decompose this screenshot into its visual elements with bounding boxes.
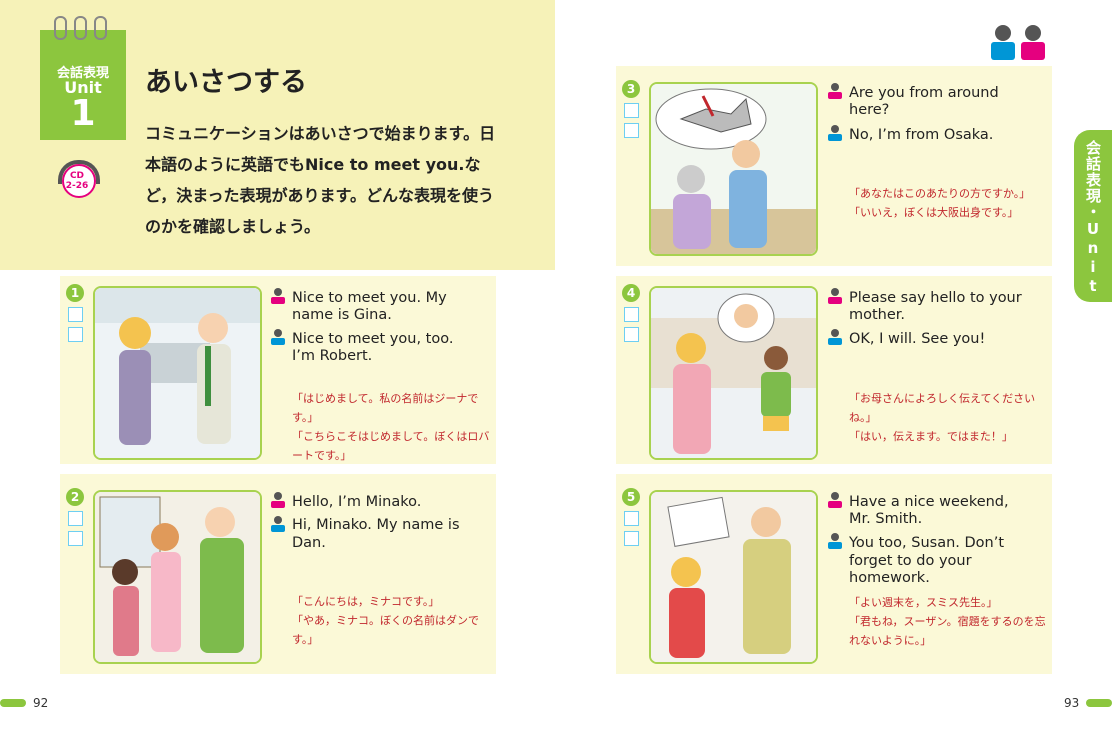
section-tab-label: 会話表現・Unit 1 (1046, 140, 1102, 296)
line-b-2: forget to do your (849, 553, 972, 569)
line-a-2: here? (849, 102, 890, 118)
translation-line: ね。」 (849, 411, 877, 424)
page-number-right: 93 (1064, 696, 1080, 710)
unit-badge: 会話表現 Unit 1 (40, 16, 126, 140)
line-a-2: name is Gina. (292, 307, 392, 323)
translation-line: す。」 (292, 633, 319, 646)
speaker-a-icon (828, 83, 842, 99)
illustration-park-bench (649, 82, 818, 256)
translation-line: す。」 (292, 411, 319, 424)
checkbox[interactable] (624, 103, 639, 118)
page-number-left: 92 (33, 696, 49, 710)
checkbox[interactable] (624, 531, 639, 546)
line-a-1: Have a nice weekend, (849, 494, 1009, 510)
unit-label: Unit (64, 78, 102, 97)
dialogue-number: 4 (622, 284, 640, 302)
checkbox[interactable] (68, 327, 83, 342)
checkbox[interactable] (68, 531, 83, 546)
checkbox[interactable] (624, 307, 639, 322)
school-scene-image (651, 492, 816, 662)
line-a-2: mother. (849, 307, 906, 323)
office-scene-image (95, 288, 260, 458)
translation-line: 「よい週末を，スミス先生。」 (849, 596, 998, 609)
page-bar-left (0, 699, 26, 707)
line-b-1: Nice to meet you, too. (292, 331, 454, 347)
line-a-1: Please say hello to your (849, 290, 1022, 306)
translation-line: れないように。」 (849, 634, 932, 647)
speaker-b-icon (828, 125, 842, 141)
speaker-a-icon (828, 288, 842, 304)
translation-line: 「こんにちは，ミナコです。」 (292, 595, 440, 608)
line-a-2: Mr. Smith. (849, 511, 923, 527)
unit-category: 会話表現 (56, 66, 109, 81)
dialogue-number: 1 (66, 284, 84, 302)
line-b-1: You too, Susan. Don’t (849, 535, 1005, 551)
translation-line: ートです。」 (292, 449, 352, 462)
binder-ring-icon (94, 16, 107, 40)
line-b-2: I’m Robert. (292, 348, 373, 364)
unit-number: 1 (70, 93, 96, 134)
translation-line: 「はじめまして。私の名前はジーナで (292, 392, 479, 405)
translation-line: 「君もね，スーザン。宿題をするのを忘 (849, 615, 1046, 628)
translation-line: 「はい，伝えます。ではまた！」 (849, 430, 1013, 443)
checkbox[interactable] (624, 327, 639, 342)
page-title: あいさつする (145, 67, 307, 98)
dialogue-number: 2 (66, 488, 84, 506)
checkbox[interactable] (624, 123, 639, 138)
dialogue-number: 5 (622, 488, 640, 506)
park-scene-image (651, 84, 816, 254)
translation-line: 「いいえ，ぼくは大阪出身です。」 (849, 206, 1019, 219)
speaker-a-icon (271, 492, 285, 508)
cd-headphones-icon: CD 2-26 (58, 160, 100, 200)
illustration-street-farewell (649, 286, 818, 460)
line-a-1: Are you from around (849, 85, 999, 101)
cd-label: CD (69, 171, 85, 181)
speaker-a-icon (828, 492, 842, 508)
translation-line: 「やあ，ミナコ。ぼくの名前はダンで (292, 614, 479, 627)
translation-line: 「お母さんによろしく伝えてください (849, 392, 1036, 405)
speaker-b-icon (828, 329, 842, 345)
checkbox[interactable] (624, 511, 639, 526)
line-a-1: Hello, I’m Minako. (292, 494, 422, 510)
illustration-office-greeting (93, 286, 262, 460)
line-b-3: homework. (849, 570, 930, 586)
intro-text: コミュニケーションはあいさつで始まります。日本語のように英語でもNice to … (145, 124, 496, 236)
people-icon (991, 25, 1045, 60)
translation-line: 「こちらこそはじめまして。ぼくはロバ (292, 430, 490, 443)
binder-ring-icon (74, 16, 87, 40)
speaker-b-icon (271, 516, 285, 532)
line-b-1: OK, I will. See you! (849, 331, 986, 347)
illustration-school-weekend (649, 490, 818, 664)
speaker-b-icon (828, 533, 842, 549)
translation-line: 「あなたはこのあたりの方ですか。」 (849, 187, 1031, 200)
line-b-1: Hi, Minako. My name is (292, 517, 460, 533)
line-b-1: No, I’m from Osaka. (849, 127, 994, 143)
dialogue-number: 3 (622, 80, 640, 98)
speaker-a-icon (271, 288, 285, 304)
street-scene-image (651, 288, 816, 458)
section-tab[interactable]: 会話表現・Unit 1 (1046, 130, 1112, 302)
speaker-b-icon (271, 329, 285, 345)
family-scene-image (95, 492, 260, 662)
checkbox[interactable] (68, 307, 83, 322)
binder-ring-icon (54, 16, 67, 40)
line-b-2: Dan. (292, 535, 326, 551)
page-bar-right (1086, 699, 1112, 707)
checkbox[interactable] (68, 511, 83, 526)
illustration-family-greeting (93, 490, 262, 664)
line-a-1: Nice to meet you. My (292, 290, 447, 306)
cd-track: 2-26 (65, 181, 89, 191)
